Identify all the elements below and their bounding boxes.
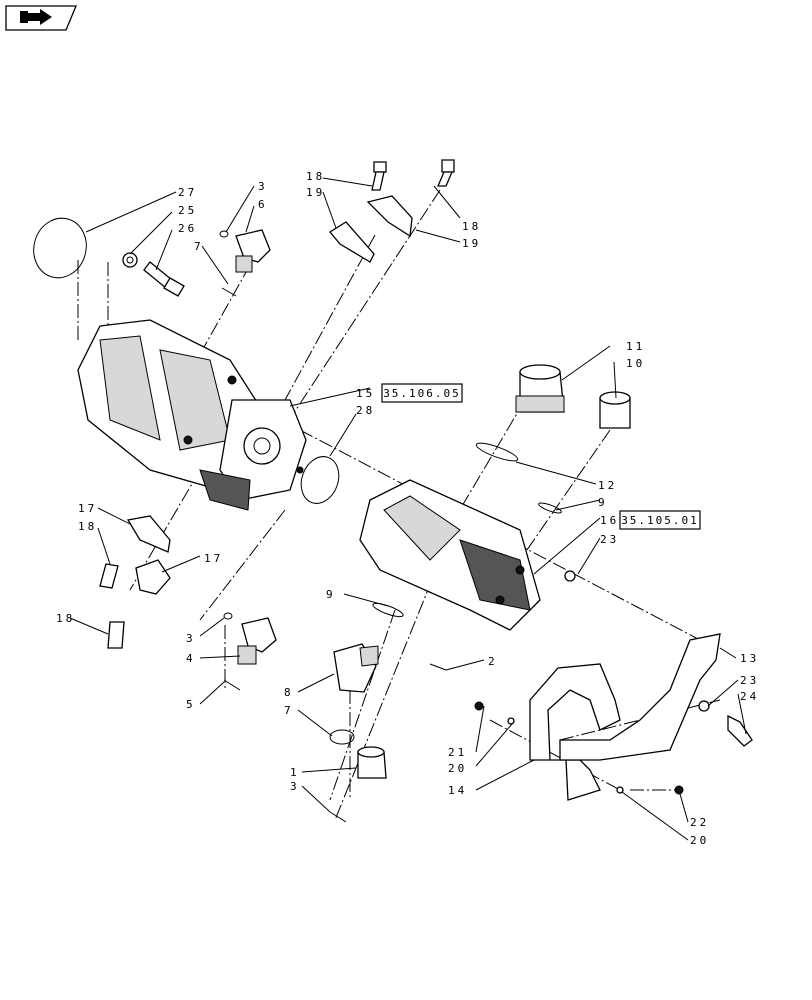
motor-16 (359, 479, 541, 631)
callout-23b: 23 (740, 674, 759, 687)
bracket-13 (559, 633, 721, 761)
callout-14: 14 (448, 784, 467, 797)
callout-25: 25 (178, 204, 197, 217)
bolt-24 (727, 714, 753, 747)
callout-16: 16 (600, 514, 619, 527)
callout-1: 1 (290, 766, 300, 779)
washer-23b (698, 700, 710, 712)
callout-27: 27 (178, 186, 197, 199)
clamp-19a (329, 221, 375, 263)
seal-5 (223, 679, 241, 691)
clamp-17b (135, 559, 171, 595)
seal-9b (372, 602, 404, 618)
leader-lines (69, 177, 747, 841)
o-ring-27 (33, 217, 87, 279)
callout-18d: 18 (56, 612, 75, 625)
washer-23a (564, 570, 576, 582)
callout-17b: 17 (204, 552, 223, 565)
callout-18b: 18 (462, 220, 481, 233)
callout-19a: 19 (306, 186, 325, 199)
callout-17a: 17 (78, 502, 97, 515)
callout-10: 10 (626, 357, 645, 370)
callout-8: 8 (284, 686, 294, 699)
gasket-12 (475, 442, 519, 462)
nut-22 (674, 785, 684, 795)
callout-18c: 18 (78, 520, 97, 533)
callout-20a: 20 (448, 762, 467, 775)
callout-7b: 7 (284, 704, 294, 717)
callout-3a: 3 (258, 180, 268, 193)
o-ring-7b (329, 729, 355, 745)
callout-21: 21 (448, 746, 467, 759)
callout-2: 2 (488, 655, 498, 668)
reference-box-lower[interactable]: 35.105.01 (619, 510, 701, 530)
adapter-fitting-1 (357, 746, 387, 779)
reference-label-lower: 35.105.01 (621, 514, 699, 527)
nav-forward-button[interactable] (5, 5, 77, 31)
callout-3b: 3 (186, 632, 196, 645)
adapter-fitting-10 (599, 391, 631, 429)
elbow-fitting-6 (235, 229, 271, 273)
seal-3c (329, 811, 347, 823)
callout-6: 6 (258, 198, 268, 211)
callout-7a: 7 (194, 240, 204, 253)
bolt-21 (474, 701, 484, 711)
retaining-ring-3a (219, 230, 229, 238)
reference-box-upper[interactable]: 35.106.05 (381, 383, 463, 403)
callout-18a: 18 (306, 170, 325, 183)
callout-12: 12 (598, 479, 617, 492)
bolt-18d (107, 621, 125, 649)
callout-22: 22 (690, 816, 709, 829)
pump-assembly-15 (77, 319, 307, 511)
callout-13: 13 (740, 652, 759, 665)
retaining-ring-3b (223, 612, 233, 620)
callout-26: 26 (178, 222, 197, 235)
washer-20a (507, 717, 515, 725)
washer-25 (122, 252, 138, 268)
seal-9a (538, 502, 562, 514)
adapter-fitting-11 (515, 364, 565, 413)
forward-arrow-icon (20, 9, 52, 25)
callout-24: 24 (740, 690, 759, 703)
callout-23a: 23 (600, 533, 619, 546)
bolt-26 (143, 261, 185, 297)
elbow-fitting-8 (333, 643, 379, 693)
seal-7a (221, 287, 237, 297)
reference-label-upper: 35.106.05 (383, 387, 461, 400)
callout-11: 11 (626, 340, 645, 353)
callout-5: 5 (186, 698, 196, 711)
callout-28: 28 (356, 404, 375, 417)
callout-19b: 19 (462, 237, 481, 250)
callout-4: 4 (186, 652, 196, 665)
callout-3c: 3 (290, 780, 300, 793)
callout-15: 15 (356, 387, 375, 400)
clamp-19b (366, 195, 413, 238)
callout-20b: 20 (690, 834, 709, 847)
callout-labels: 27 25 26 3 6 7 18 19 18 19 15 28 11 10 1… (56, 170, 759, 847)
bracket-14 (529, 663, 621, 801)
bolt-18b (437, 159, 455, 187)
o-ring-28 (300, 456, 340, 504)
washer-20b (616, 786, 624, 794)
elbow-fitting-4 (237, 617, 277, 665)
seal-2 (429, 663, 447, 671)
bolt-18c (99, 563, 119, 589)
clamp-17a (126, 515, 171, 553)
bolt-18a (371, 161, 387, 191)
callout-9b: 9 (326, 588, 336, 601)
callout-9a: 9 (598, 496, 608, 509)
